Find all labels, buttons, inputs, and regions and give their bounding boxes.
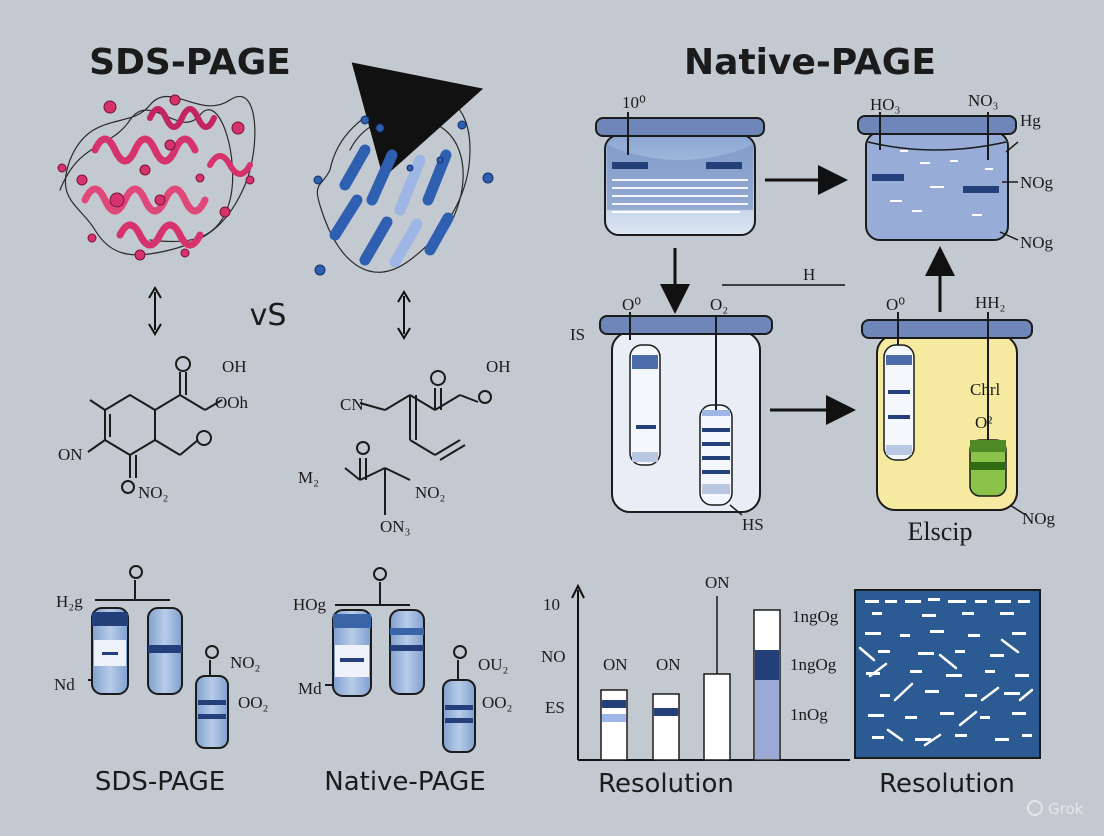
tank3-is-label: IS [570, 325, 585, 344]
native-ou2-label: OU₂ [478, 655, 508, 674]
chem2-oh-label: OH [486, 357, 511, 376]
double-arrow-right [398, 292, 410, 338]
tank1-label: 10⁰ [622, 93, 646, 112]
tank-1 [596, 112, 764, 235]
chem1-ooh-label: OOh [215, 393, 249, 412]
tank2-nog2-label: NOg [1020, 233, 1054, 252]
native-oxygen-right [454, 646, 466, 658]
tank-4 [862, 312, 1032, 514]
sds-page-title: SDS-PAGE [89, 42, 291, 83]
tank4-hh2-label: HH₂ [975, 293, 1005, 312]
bar-2 [653, 694, 679, 760]
native-tube-3 [443, 680, 475, 752]
native-md-label: Md [298, 679, 322, 698]
bar-ylabel-es: ES [545, 698, 565, 717]
chem-structure-2 [345, 388, 478, 515]
watermark-text: Grok [1048, 800, 1084, 818]
bar-1 [601, 690, 627, 760]
native-protein-structure [317, 94, 470, 272]
sds-page-caption: SDS-PAGE [95, 767, 225, 797]
bar-ylabel-no: NO [541, 647, 566, 666]
native-hog-label: HOg [293, 595, 327, 614]
chem1-oxygen-right [197, 431, 211, 445]
bar-ylabel-10: 10 [543, 595, 560, 614]
chem2-oxygen-top [431, 371, 445, 385]
sds-tube-set [88, 580, 228, 748]
sds-oxygen-right [206, 646, 218, 658]
bar-2-label: ON [656, 655, 681, 674]
tank3-o0-label: O⁰ [622, 295, 641, 314]
h-connector-label: H [803, 265, 815, 284]
tank-3 [600, 312, 772, 515]
gel-panel-caption: Resolution [879, 769, 1015, 799]
bar-4-label-3: 1nOg [790, 705, 828, 724]
sds-tube-3 [196, 676, 228, 748]
chem2-cn-label: CN [340, 395, 364, 414]
bar-1-label: ON [603, 655, 628, 674]
tank2-ho3-label: HO₃ [870, 95, 901, 114]
tank-2 [858, 112, 1018, 240]
chem1-no2-label: NO₂ [138, 483, 168, 502]
sds-nd-label: Nd [54, 675, 75, 694]
bar-3 [704, 674, 730, 760]
bar-3-label: ON [705, 573, 730, 592]
native-tube-set [325, 582, 475, 752]
double-arrow-left [149, 288, 161, 334]
tank4-o2-label: O² [975, 413, 992, 432]
sds-oo2-label: OO₂ [238, 693, 268, 712]
bar-4-label-2: 1ngOg [790, 655, 837, 674]
chem1-oxygen-top [176, 357, 190, 371]
tank3-hs-label: HS [742, 515, 764, 534]
chem2-oxygen-right [479, 391, 491, 403]
native-oxygen-top [374, 568, 386, 580]
grok-watermark: Grok [1028, 800, 1084, 818]
native-page-title: Native-PAGE [684, 42, 936, 83]
tank2-no3-label: NO₃ [968, 91, 999, 110]
tank4-o0-label: O⁰ [886, 295, 905, 314]
sds-protein-structure [60, 96, 255, 254]
tank2-hg-label: Hg [1020, 111, 1041, 130]
sds-h2g-label: H₂g [56, 592, 83, 611]
bar-chart-caption: Resolution [598, 769, 734, 799]
chem1-on-label: ON [58, 445, 83, 464]
native-tube-2 [390, 610, 424, 694]
bar-4-label-1: 1ngOg [792, 607, 839, 626]
chem2-no2-label: NO₂ [415, 483, 445, 502]
chem-structure-1 [88, 372, 222, 478]
grok-logo-icon [1028, 801, 1042, 815]
tank4-elscip-label: Elscip [908, 517, 973, 546]
chem1-oxygen-bottom [122, 481, 134, 493]
tank3-o2-label: O₂ [710, 295, 728, 314]
native-oo2-label: OO₂ [482, 693, 512, 712]
native-page-caption: Native-PAGE [324, 767, 485, 797]
tank4-nog-label: NOg [1022, 509, 1056, 528]
chem2-oxygen-left [357, 442, 369, 454]
sds-no2-label: NO₂ [230, 653, 260, 672]
gel-resolution-panel [855, 590, 1040, 758]
chem2-m2-label: M₂ [298, 468, 319, 487]
bar-4 [754, 610, 780, 760]
sds-oxygen-top [130, 566, 142, 578]
tank2-nog1-label: NOg [1020, 173, 1054, 192]
tank4-chrl-label: Chrl [970, 380, 1001, 399]
chem1-oh-label: OH [222, 357, 247, 376]
vs-label: vS [250, 298, 287, 333]
chem2-on3-label: ON₃ [380, 517, 411, 536]
